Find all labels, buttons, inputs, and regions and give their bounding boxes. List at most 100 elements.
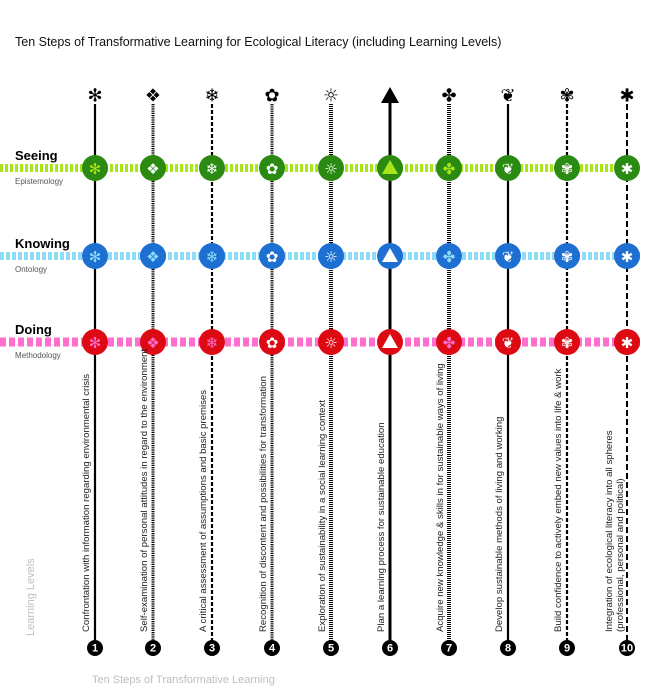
step-5-seeing-node: ☼ bbox=[318, 155, 344, 181]
step-number: 6 bbox=[387, 643, 393, 655]
step-9-knowing-node: ✾ bbox=[554, 243, 580, 269]
step-3-knowing-node: ❄ bbox=[199, 243, 225, 269]
step-column-4: ✿ ✿ ✿ ✿ Recognition of discontent and possib… bbox=[258, 86, 285, 656]
step-number: 8 bbox=[505, 643, 511, 655]
step-label: Acquire new knowledge & skills in for su… bbox=[435, 363, 446, 632]
level-name: Seeing bbox=[15, 148, 58, 163]
step-6-seeing-node bbox=[377, 155, 403, 181]
four-diamonds-icon: ❖ bbox=[145, 86, 161, 107]
step-1-doing-node: ✻ bbox=[82, 329, 108, 355]
step-label: Recognition of discontent and possibilit… bbox=[258, 376, 269, 632]
rose-icon: ✾ bbox=[559, 86, 574, 107]
step-label: Build confidence to actively embed new v… bbox=[553, 368, 564, 632]
step-10-knowing-node: ✱ bbox=[614, 243, 640, 269]
step-2-seeing-node: ❖ bbox=[140, 155, 166, 181]
step-label: (professional, personal and political) bbox=[615, 478, 626, 632]
step-label: Integration of ecological literacy into … bbox=[604, 430, 615, 632]
eight-spoke-asterisk-icon: ✱ bbox=[621, 334, 634, 352]
step-number: 2 bbox=[150, 643, 156, 655]
step-column-2: ❖❖❖❖Self-examination of personal attitud… bbox=[139, 86, 166, 656]
step-label: Develop sustainable methods of living an… bbox=[494, 417, 505, 632]
step-7-knowing-node: ✤ bbox=[436, 243, 462, 269]
step-7-doing-node: ✤ bbox=[436, 329, 462, 355]
laurel-wreath-icon: ❦ bbox=[502, 160, 515, 178]
x-axis-label: Ten Steps of Transformative Learning bbox=[92, 674, 275, 686]
laurel-wreath-icon: ❦ bbox=[502, 334, 515, 352]
step-1-seeing-node: ✻ bbox=[82, 155, 108, 181]
step-6-knowing-node bbox=[377, 243, 403, 269]
step-label: Exploration of sustainability in a socia… bbox=[317, 400, 328, 632]
step-9-seeing-node: ✾ bbox=[554, 155, 580, 181]
step-number-badge bbox=[559, 640, 575, 656]
asterisk-dots-icon: ✻ bbox=[89, 160, 102, 178]
eight-spoke-asterisk-icon: ✱ bbox=[621, 248, 634, 266]
step-1-knowing-node: ✻ bbox=[82, 243, 108, 269]
four-petal-flower-icon: ✤ bbox=[441, 86, 456, 107]
step-number-badge bbox=[264, 640, 280, 656]
snowflake-icon: ❄ bbox=[206, 334, 219, 352]
step-column-3: ❄ ❄ ❄ ❄ A critical assessment of assumptions… bbox=[198, 86, 225, 656]
laurel-wreath-icon: ❦ bbox=[500, 86, 515, 107]
step-5-doing-node: ☼ bbox=[318, 329, 344, 355]
step-6-doing-node bbox=[377, 329, 403, 355]
level-subtitle: Methodology bbox=[15, 351, 61, 360]
step-10-seeing-node: ✱ bbox=[614, 155, 640, 181]
step-number: 1 bbox=[92, 643, 98, 655]
flower-icon: ✿ bbox=[266, 248, 279, 266]
step-5-knowing-node: ☼ bbox=[318, 243, 344, 269]
four-petal-flower-icon: ✤ bbox=[443, 248, 456, 266]
flower-icon: ✿ bbox=[266, 160, 279, 178]
step-7-seeing-node: ✤ bbox=[436, 155, 462, 181]
asterisk-dots-icon: ✻ bbox=[89, 334, 102, 352]
step-2-doing-node: ❖ bbox=[140, 329, 166, 355]
step-number-badge bbox=[87, 640, 103, 656]
step-number-badge bbox=[382, 640, 398, 656]
step-8-seeing-node: ❦ bbox=[495, 155, 521, 181]
four-petal-flower-icon: ✤ bbox=[443, 160, 456, 178]
step-number: 9 bbox=[564, 643, 570, 655]
flower-icon: ✿ bbox=[264, 86, 279, 107]
asterisk-dots-icon: ✻ bbox=[87, 86, 102, 107]
step-number-badge bbox=[323, 640, 339, 656]
laurel-wreath-icon: ❦ bbox=[502, 248, 515, 266]
dotted-ring-icon: ☼ bbox=[324, 334, 337, 352]
dotted-ring-icon: ☼ bbox=[324, 160, 337, 178]
step-2-knowing-node: ❖ bbox=[140, 243, 166, 269]
snowflake-icon: ❄ bbox=[204, 86, 219, 107]
step-number-badge bbox=[619, 640, 635, 656]
y-axis-label: Learning Levels bbox=[25, 558, 37, 636]
step-column-10: ✱ ✱ ✱ ✱ Integration of ecological literacy i… bbox=[604, 86, 640, 656]
step-3-doing-node: ❄ bbox=[199, 329, 225, 355]
step-label: A critical assessment of assumptions and… bbox=[198, 390, 209, 632]
triangle-arrow-icon bbox=[382, 248, 398, 262]
four-diamonds-icon: ❖ bbox=[146, 334, 159, 352]
step-number-badge bbox=[500, 640, 516, 656]
level-subtitle: Epistemology bbox=[15, 177, 63, 186]
asterisk-dots-icon: ✻ bbox=[89, 248, 102, 266]
diagram-title: Ten Steps of Transformative Learning for… bbox=[15, 35, 501, 49]
step-column-6: Plan a learning process for sustainable … bbox=[376, 87, 403, 656]
step-label: Self-examination of personal attitudes i… bbox=[139, 348, 150, 632]
step-column-1: ✻✻✻✻Confrontation with information regar… bbox=[81, 86, 108, 656]
flower-icon: ✿ bbox=[266, 334, 279, 352]
triangle-arrow-icon bbox=[382, 334, 398, 348]
snowflake-icon: ❄ bbox=[206, 248, 219, 266]
dotted-ring-icon: ☼ bbox=[323, 86, 339, 107]
rose-icon: ✾ bbox=[561, 160, 574, 178]
four-petal-flower-icon: ✤ bbox=[443, 334, 456, 352]
snowflake-icon: ❄ bbox=[206, 160, 219, 178]
eight-spoke-asterisk-icon: ✱ bbox=[619, 86, 634, 107]
step-number: 10 bbox=[621, 643, 633, 655]
step-column-5: ☼ ☼ ☼ ☼ Exploration of sustainability in a s… bbox=[317, 86, 344, 656]
step-number-badge bbox=[145, 640, 161, 656]
step-8-knowing-node: ❦ bbox=[495, 243, 521, 269]
step-4-seeing-node: ✿ bbox=[259, 155, 285, 181]
triangle-arrow-icon bbox=[381, 87, 399, 103]
step-4-doing-node: ✿ bbox=[259, 329, 285, 355]
level-subtitle: Ontology bbox=[15, 265, 47, 274]
triangle-arrow-icon bbox=[382, 160, 398, 174]
step-number: 5 bbox=[328, 643, 334, 655]
step-3-seeing-node: ❄ bbox=[199, 155, 225, 181]
four-diamonds-icon: ❖ bbox=[146, 248, 159, 266]
